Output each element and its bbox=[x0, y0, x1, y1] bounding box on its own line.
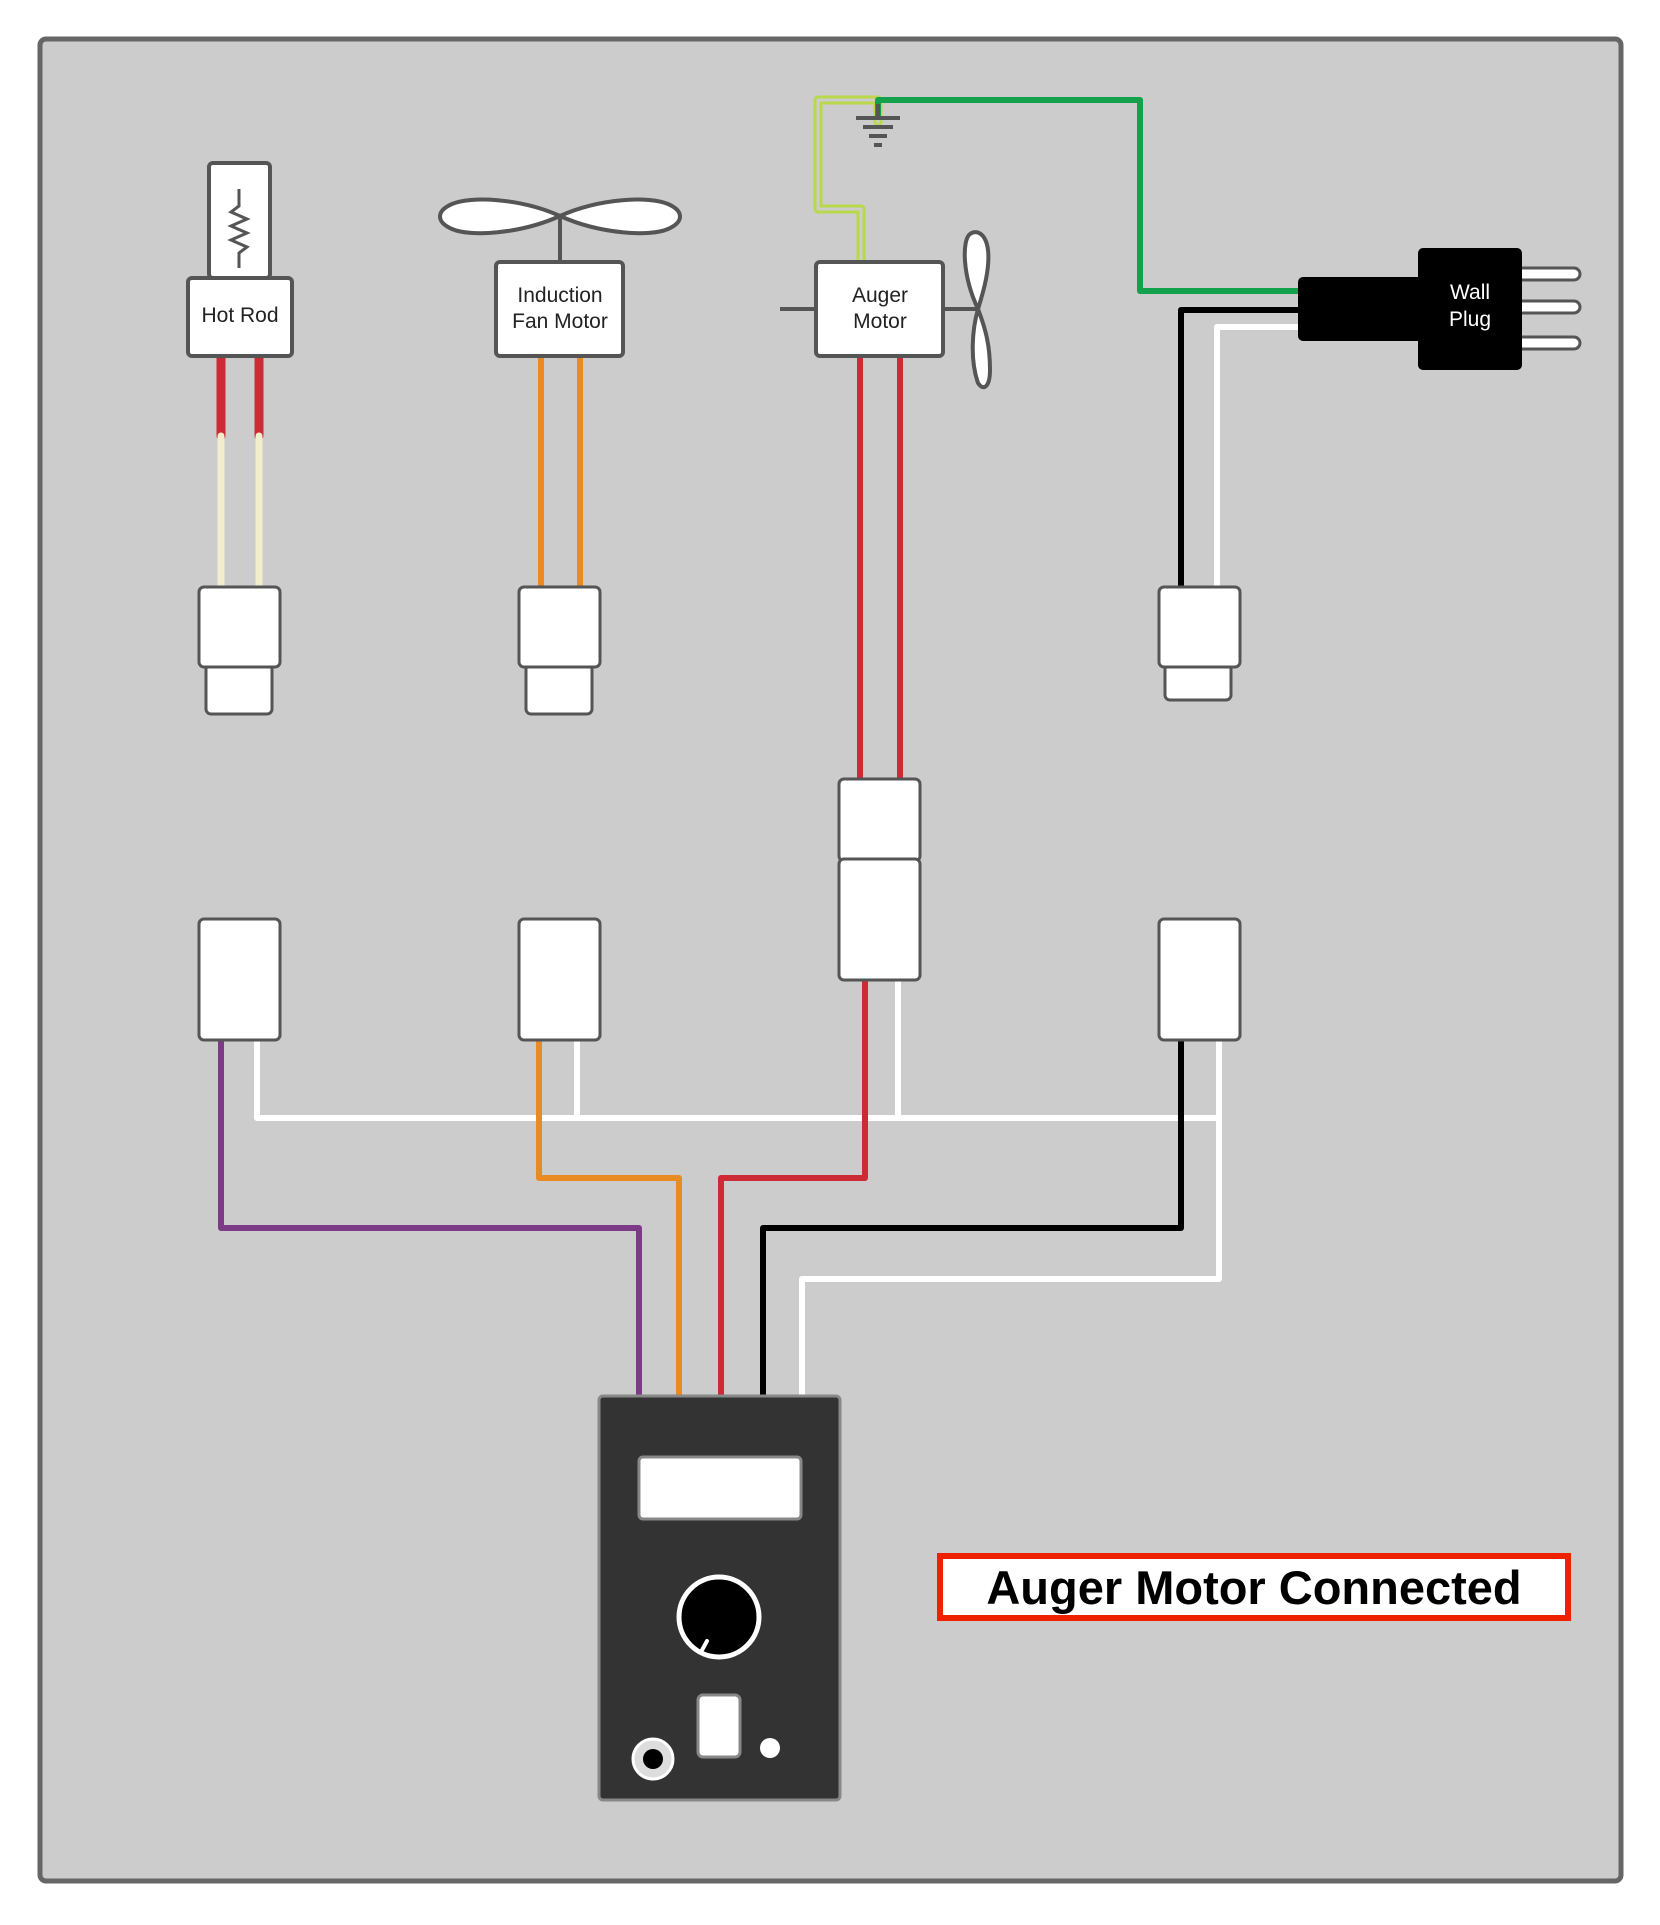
controller-knob-indicator bbox=[699, 1639, 709, 1654]
connector-auger-upper bbox=[837, 777, 922, 863]
ground-symbol-icon bbox=[856, 104, 900, 147]
connector-hot-rod-tip bbox=[204, 662, 274, 716]
controller bbox=[597, 1394, 842, 1802]
hot-rod-box bbox=[186, 276, 294, 358]
controller-switch[interactable] bbox=[696, 1693, 742, 1759]
auger-fan-blade-icon bbox=[962, 230, 993, 390]
wires bbox=[216, 95, 1303, 1399]
white-wire bbox=[799, 1037, 1222, 1399]
fan-blade-icon bbox=[438, 197, 682, 262]
hot-rod-label: Hot Rod bbox=[201, 304, 278, 327]
resistor-icon bbox=[227, 189, 251, 268]
panel-background bbox=[37, 36, 1624, 1884]
controller-display[interactable] bbox=[637, 1455, 803, 1521]
connector-hot-rod bbox=[197, 585, 282, 669]
connector-auger-lower bbox=[837, 857, 922, 982]
orange-wire bbox=[536, 1037, 682, 1399]
controller-knob-icon[interactable] bbox=[676, 1574, 762, 1660]
auger-motor-label-line1: Auger bbox=[852, 284, 908, 307]
plug-wire-black bbox=[1178, 307, 1303, 593]
plug-body bbox=[1418, 248, 1522, 370]
black-wire bbox=[760, 1037, 1184, 1399]
controller-indicator-light bbox=[760, 1738, 780, 1758]
fan-motor-box bbox=[494, 260, 625, 358]
fan-motor-label-line1: Induction bbox=[517, 284, 602, 307]
controller-jack-inner bbox=[643, 1749, 663, 1769]
connector-plug bbox=[1157, 585, 1242, 669]
connector-plug-tip bbox=[1163, 662, 1233, 702]
status-label: Auger Motor Connected bbox=[937, 1553, 1571, 1621]
lower-connectors bbox=[197, 777, 1242, 1042]
connector-fan bbox=[517, 585, 602, 669]
purple-wire bbox=[218, 1037, 642, 1399]
upper-connectors bbox=[197, 585, 1242, 716]
plug-wire-white bbox=[1214, 324, 1303, 593]
plug-cord-sleeve bbox=[1298, 277, 1423, 341]
auger-motor: Auger Motor bbox=[780, 104, 993, 390]
connector-lower-plug bbox=[1157, 917, 1242, 1042]
wall-plug-label-line1: Wall bbox=[1450, 281, 1490, 304]
fan-motor-label-line2: Fan Motor bbox=[512, 310, 608, 333]
connector-fan-tip bbox=[524, 662, 594, 716]
auger-motor-box bbox=[814, 260, 945, 358]
connector-lower-fan bbox=[517, 917, 602, 1042]
induction-fan-motor: Induction Fan Motor bbox=[438, 197, 682, 358]
wall-plug: Wall Plug bbox=[1298, 248, 1582, 370]
red-wire bbox=[718, 977, 868, 1399]
auger-motor-label-line2: Motor bbox=[853, 310, 907, 333]
wall-plug-label-line2: Plug bbox=[1449, 308, 1491, 331]
connector-lower-hot-rod bbox=[197, 917, 282, 1042]
hot-rod: Hot Rod bbox=[186, 161, 294, 358]
